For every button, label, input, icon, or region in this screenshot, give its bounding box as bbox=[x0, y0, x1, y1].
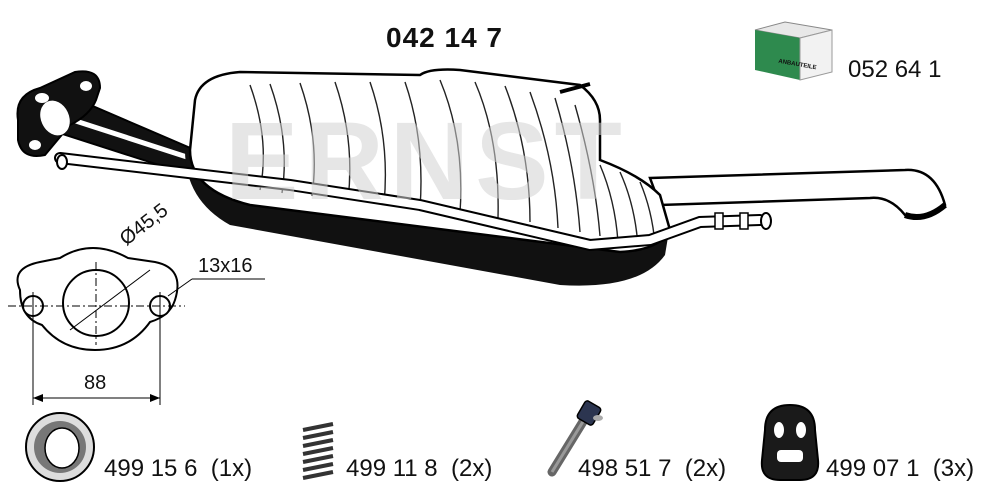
part-number: 042 14 7 bbox=[386, 22, 503, 53]
accessory-qty: (2x) bbox=[450, 455, 493, 482]
bolt-icon bbox=[547, 400, 603, 477]
rubber-hanger-icon bbox=[760, 403, 820, 481]
muffler-shadow bbox=[185, 150, 670, 286]
accessory-bolt-label: 498 51 7 (2x) bbox=[578, 455, 726, 483]
accessory-spring-label: 499 11 8 (2x) bbox=[346, 455, 492, 483]
accessory-gasket-label: 499 15 6 (1x) bbox=[104, 455, 252, 483]
accessory-part: 499 11 8 bbox=[346, 455, 438, 482]
accessory-qty: (1x) bbox=[210, 455, 253, 482]
hole-label: 13x16 bbox=[198, 255, 253, 277]
accessory-part: 499 07 1 bbox=[826, 455, 920, 482]
hanger-rod bbox=[559, 82, 591, 94]
accessory-hanger-label: 499 07 1 (3x) bbox=[826, 455, 974, 483]
accessory-qty: (2x) bbox=[684, 455, 727, 482]
gasket-ring-icon bbox=[25, 412, 95, 482]
width-label: 88 bbox=[84, 372, 107, 394]
kit-box-icon bbox=[754, 21, 833, 170]
accessory-qty: (3x) bbox=[932, 455, 975, 482]
accessory-part: 498 51 7 bbox=[578, 455, 672, 482]
muffler-ribs bbox=[249, 79, 656, 247]
accessory-part: 499 15 6 bbox=[104, 455, 198, 482]
watermark: ERNST bbox=[225, 100, 628, 223]
inlet-flange bbox=[16, 70, 102, 157]
flange-drawing bbox=[8, 247, 265, 405]
spring-icon bbox=[302, 422, 334, 480]
kit-number: 052 64 1 bbox=[848, 56, 942, 83]
muffler-body bbox=[188, 68, 672, 254]
tailpipe bbox=[648, 168, 947, 218]
